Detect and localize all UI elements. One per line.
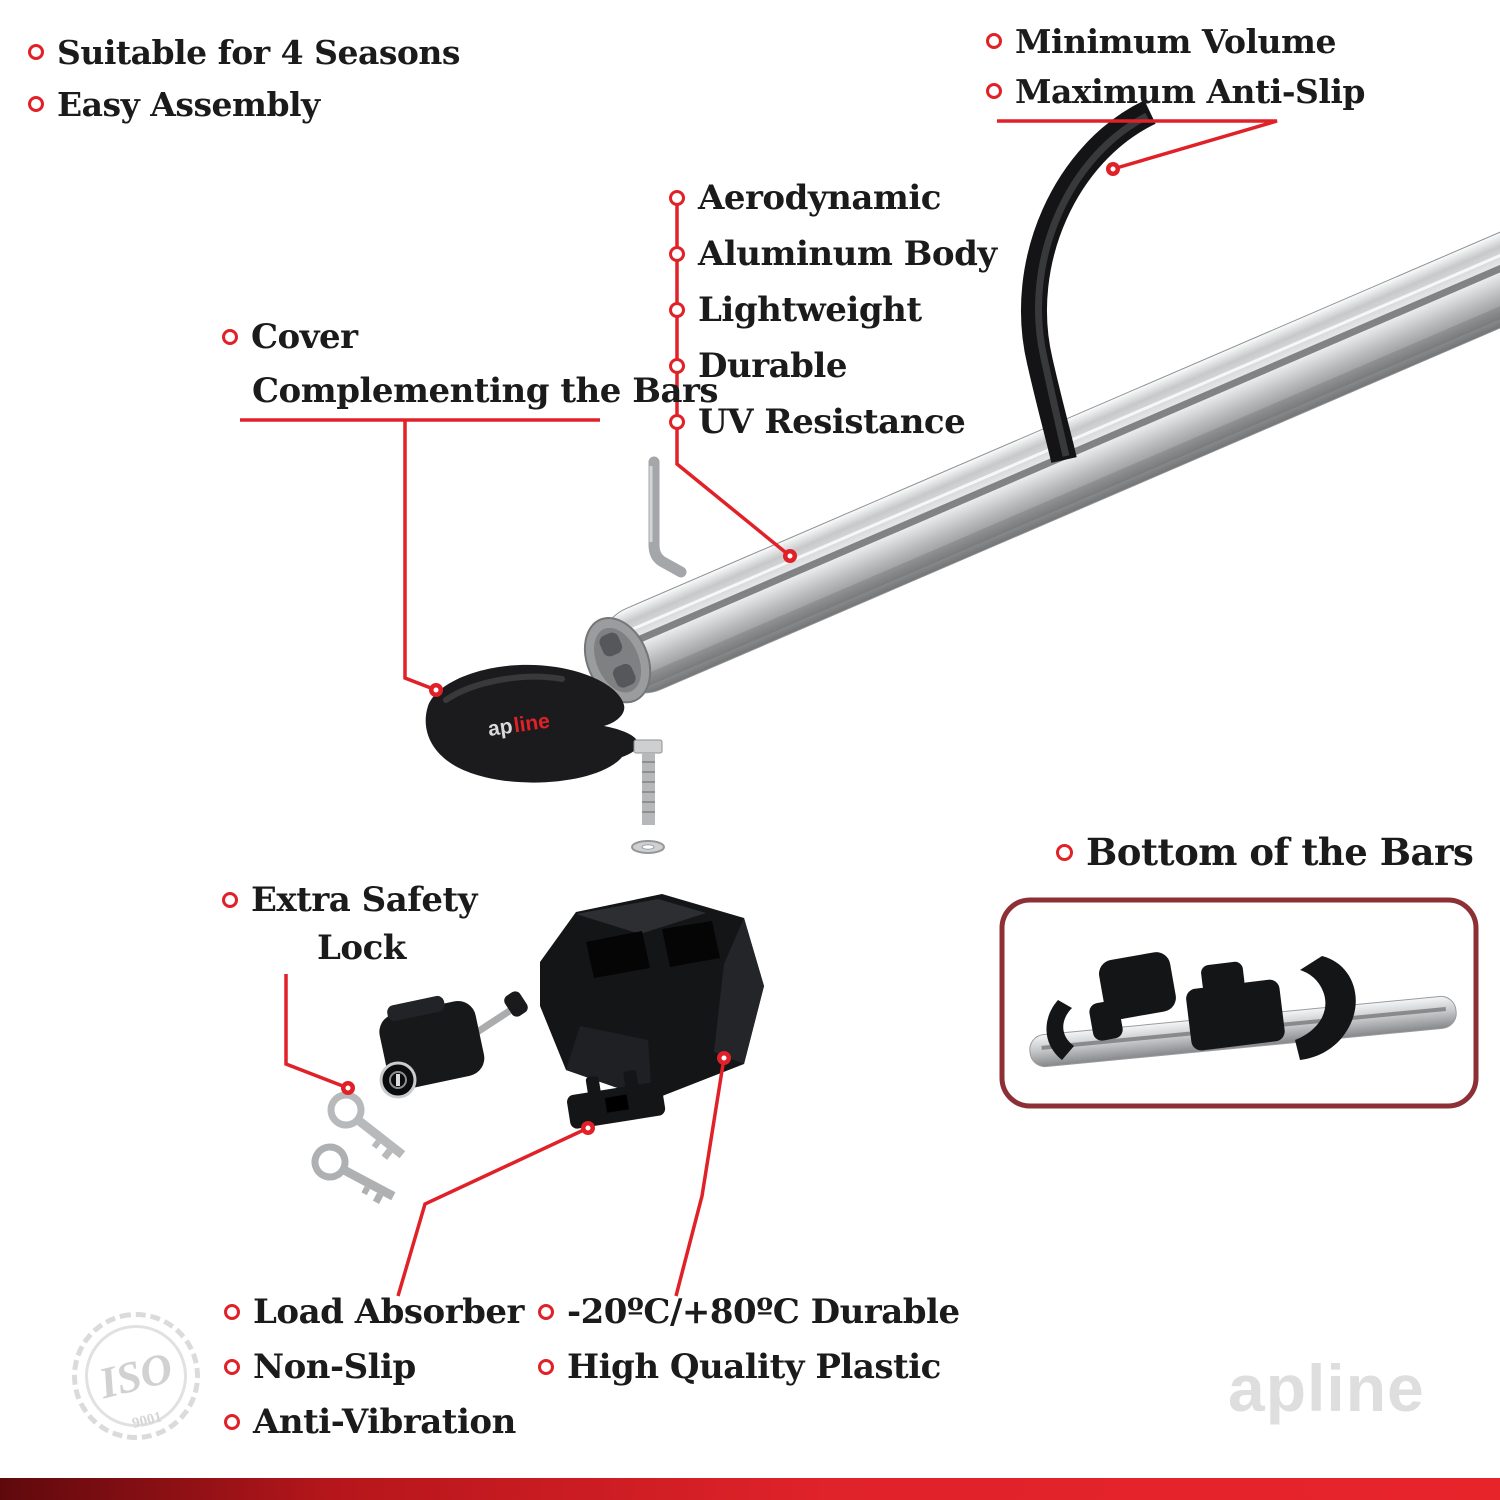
list-item: Aluminum Body [669, 226, 997, 282]
list-item: Lock [317, 924, 477, 972]
iso-label: ISO [94, 1342, 178, 1409]
brand-watermark: apline [1228, 1351, 1425, 1425]
bullet-ring-icon [28, 96, 44, 112]
lock-label-line2: Lock [317, 928, 406, 968]
bullet-label: Non-Slip [253, 1346, 416, 1387]
inset-title: Bottom of the Bars [1056, 830, 1474, 874]
inset-strip-left [1046, 1000, 1074, 1060]
list-item: -20ºC/+80ºC Durable [538, 1284, 960, 1339]
list-item: Suitable for 4 Seasons [28, 26, 460, 78]
bullet-ring-icon [986, 83, 1002, 99]
bullet-label: Aerodynamic [698, 178, 941, 218]
bullet-label: Anti-Vibration [253, 1401, 516, 1442]
list-item: Lightweight [669, 282, 997, 338]
allen-key [648, 456, 687, 578]
bottom-accent-bar [0, 1478, 1500, 1500]
bullet-label: -20ºC/+80ºC Durable [567, 1291, 960, 1332]
connector-foot-line [674, 1057, 726, 1297]
top-right-bullets: Minimum Volume Maximum Anti-Slip [986, 16, 1366, 116]
roof-bar [583, 218, 1500, 704]
list-item: High Quality Plastic [538, 1339, 960, 1394]
bullet-ring-icon [669, 246, 685, 262]
keys [311, 1091, 406, 1204]
cover-label-line1: Cover [251, 317, 358, 357]
washer [631, 840, 665, 854]
bullet-ring-icon [222, 329, 238, 345]
bullet-ring-icon [222, 892, 238, 908]
bullet-ring-icon [986, 33, 1002, 49]
bullet-ring-icon [224, 1413, 240, 1430]
list-item: Bottom of the Bars [1056, 830, 1474, 874]
connector-lock-line [284, 974, 349, 1090]
bullet-ring-icon [669, 302, 685, 318]
list-item: Anti-Vibration [224, 1394, 524, 1449]
anti-slip-strip-highlight [1035, 112, 1149, 457]
list-item: Load Absorber [224, 1284, 524, 1339]
connector-features-line [675, 196, 792, 558]
bullet-ring-icon [1056, 843, 1073, 861]
bar-cover: ap line [425, 664, 639, 783]
list-item: Aerodynamic [669, 170, 997, 226]
bullet-label: Lightweight [698, 290, 922, 330]
bullet-ring-icon [538, 1358, 554, 1375]
bullet-label: Load Absorber [253, 1291, 524, 1332]
bullet-ring-icon [224, 1358, 240, 1375]
bullet-ring-icon [28, 44, 44, 60]
list-item: Minimum Volume [986, 16, 1365, 66]
connector-pad-line [396, 1126, 589, 1297]
list-item: Cover [222, 310, 718, 364]
bullet-label: Maximum Anti-Slip [1015, 71, 1366, 111]
bullet-label: Durable [698, 346, 847, 386]
bullet-ring-icon [224, 1303, 240, 1320]
bullet-ring-icon [669, 358, 685, 374]
cover-label-line2: Complementing the Bars [252, 371, 719, 411]
list-item: Easy Assembly [28, 78, 460, 130]
inset-title-label: Bottom of the Bars [1086, 830, 1474, 874]
lock-label-line1: Extra Safety [251, 880, 477, 920]
connector-dots [341, 162, 1120, 1135]
list-item: Durable [669, 338, 997, 394]
mounting-foot [540, 894, 764, 1100]
lock-keyhole [379, 1061, 417, 1099]
bullet-label: Suitable for 4 Seasons [57, 32, 460, 72]
inset-bottom-of-bars [999, 897, 1479, 1109]
bullet-ring-icon [669, 190, 685, 206]
bottom-left-bullets: Load Absorber Non-Slip Anti-Vibration [224, 1284, 524, 1449]
bullet-label: UV Resistance [698, 402, 966, 442]
bar-feature-bullets: Aerodynamic Aluminum Body Lightweight Du… [669, 170, 997, 450]
bullet-label: Aluminum Body [698, 234, 997, 274]
top-left-bullets: Suitable for 4 Seasons Easy Assembly [28, 26, 460, 130]
bullet-label: Easy Assembly [57, 84, 320, 124]
list-item: Maximum Anti-Slip [986, 66, 1366, 116]
bullet-label: High Quality Plastic [567, 1346, 941, 1387]
list-item: Complementing the Bars [252, 364, 719, 418]
cover-label: Cover Complementing the Bars [222, 310, 719, 418]
safety-lock-label: Extra Safety Lock [222, 876, 477, 972]
bullet-ring-icon [538, 1303, 554, 1320]
inset-clamp-middle [1186, 961, 1285, 1051]
bolt [633, 739, 663, 825]
bottom-middle-bullets: -20ºC/+80ºC Durable High Quality Plastic [538, 1284, 960, 1394]
connector-lines [240, 119, 1278, 1297]
load-absorber-pad [567, 1070, 666, 1129]
connector-cover-line [403, 420, 437, 692]
list-item: Non-Slip [224, 1339, 524, 1394]
bullet-ring-icon [669, 414, 685, 430]
cover-logo-ap: ap [486, 715, 513, 741]
cover-logo-line: line [512, 710, 551, 738]
list-item: UV Resistance [669, 394, 997, 450]
list-item: Extra Safety [222, 876, 477, 924]
inset-strip-right [1295, 956, 1356, 1060]
connector-antislip-line [997, 119, 1278, 171]
inset-clamp-left [1089, 952, 1176, 1041]
bullet-label: Minimum Volume [1015, 21, 1336, 61]
